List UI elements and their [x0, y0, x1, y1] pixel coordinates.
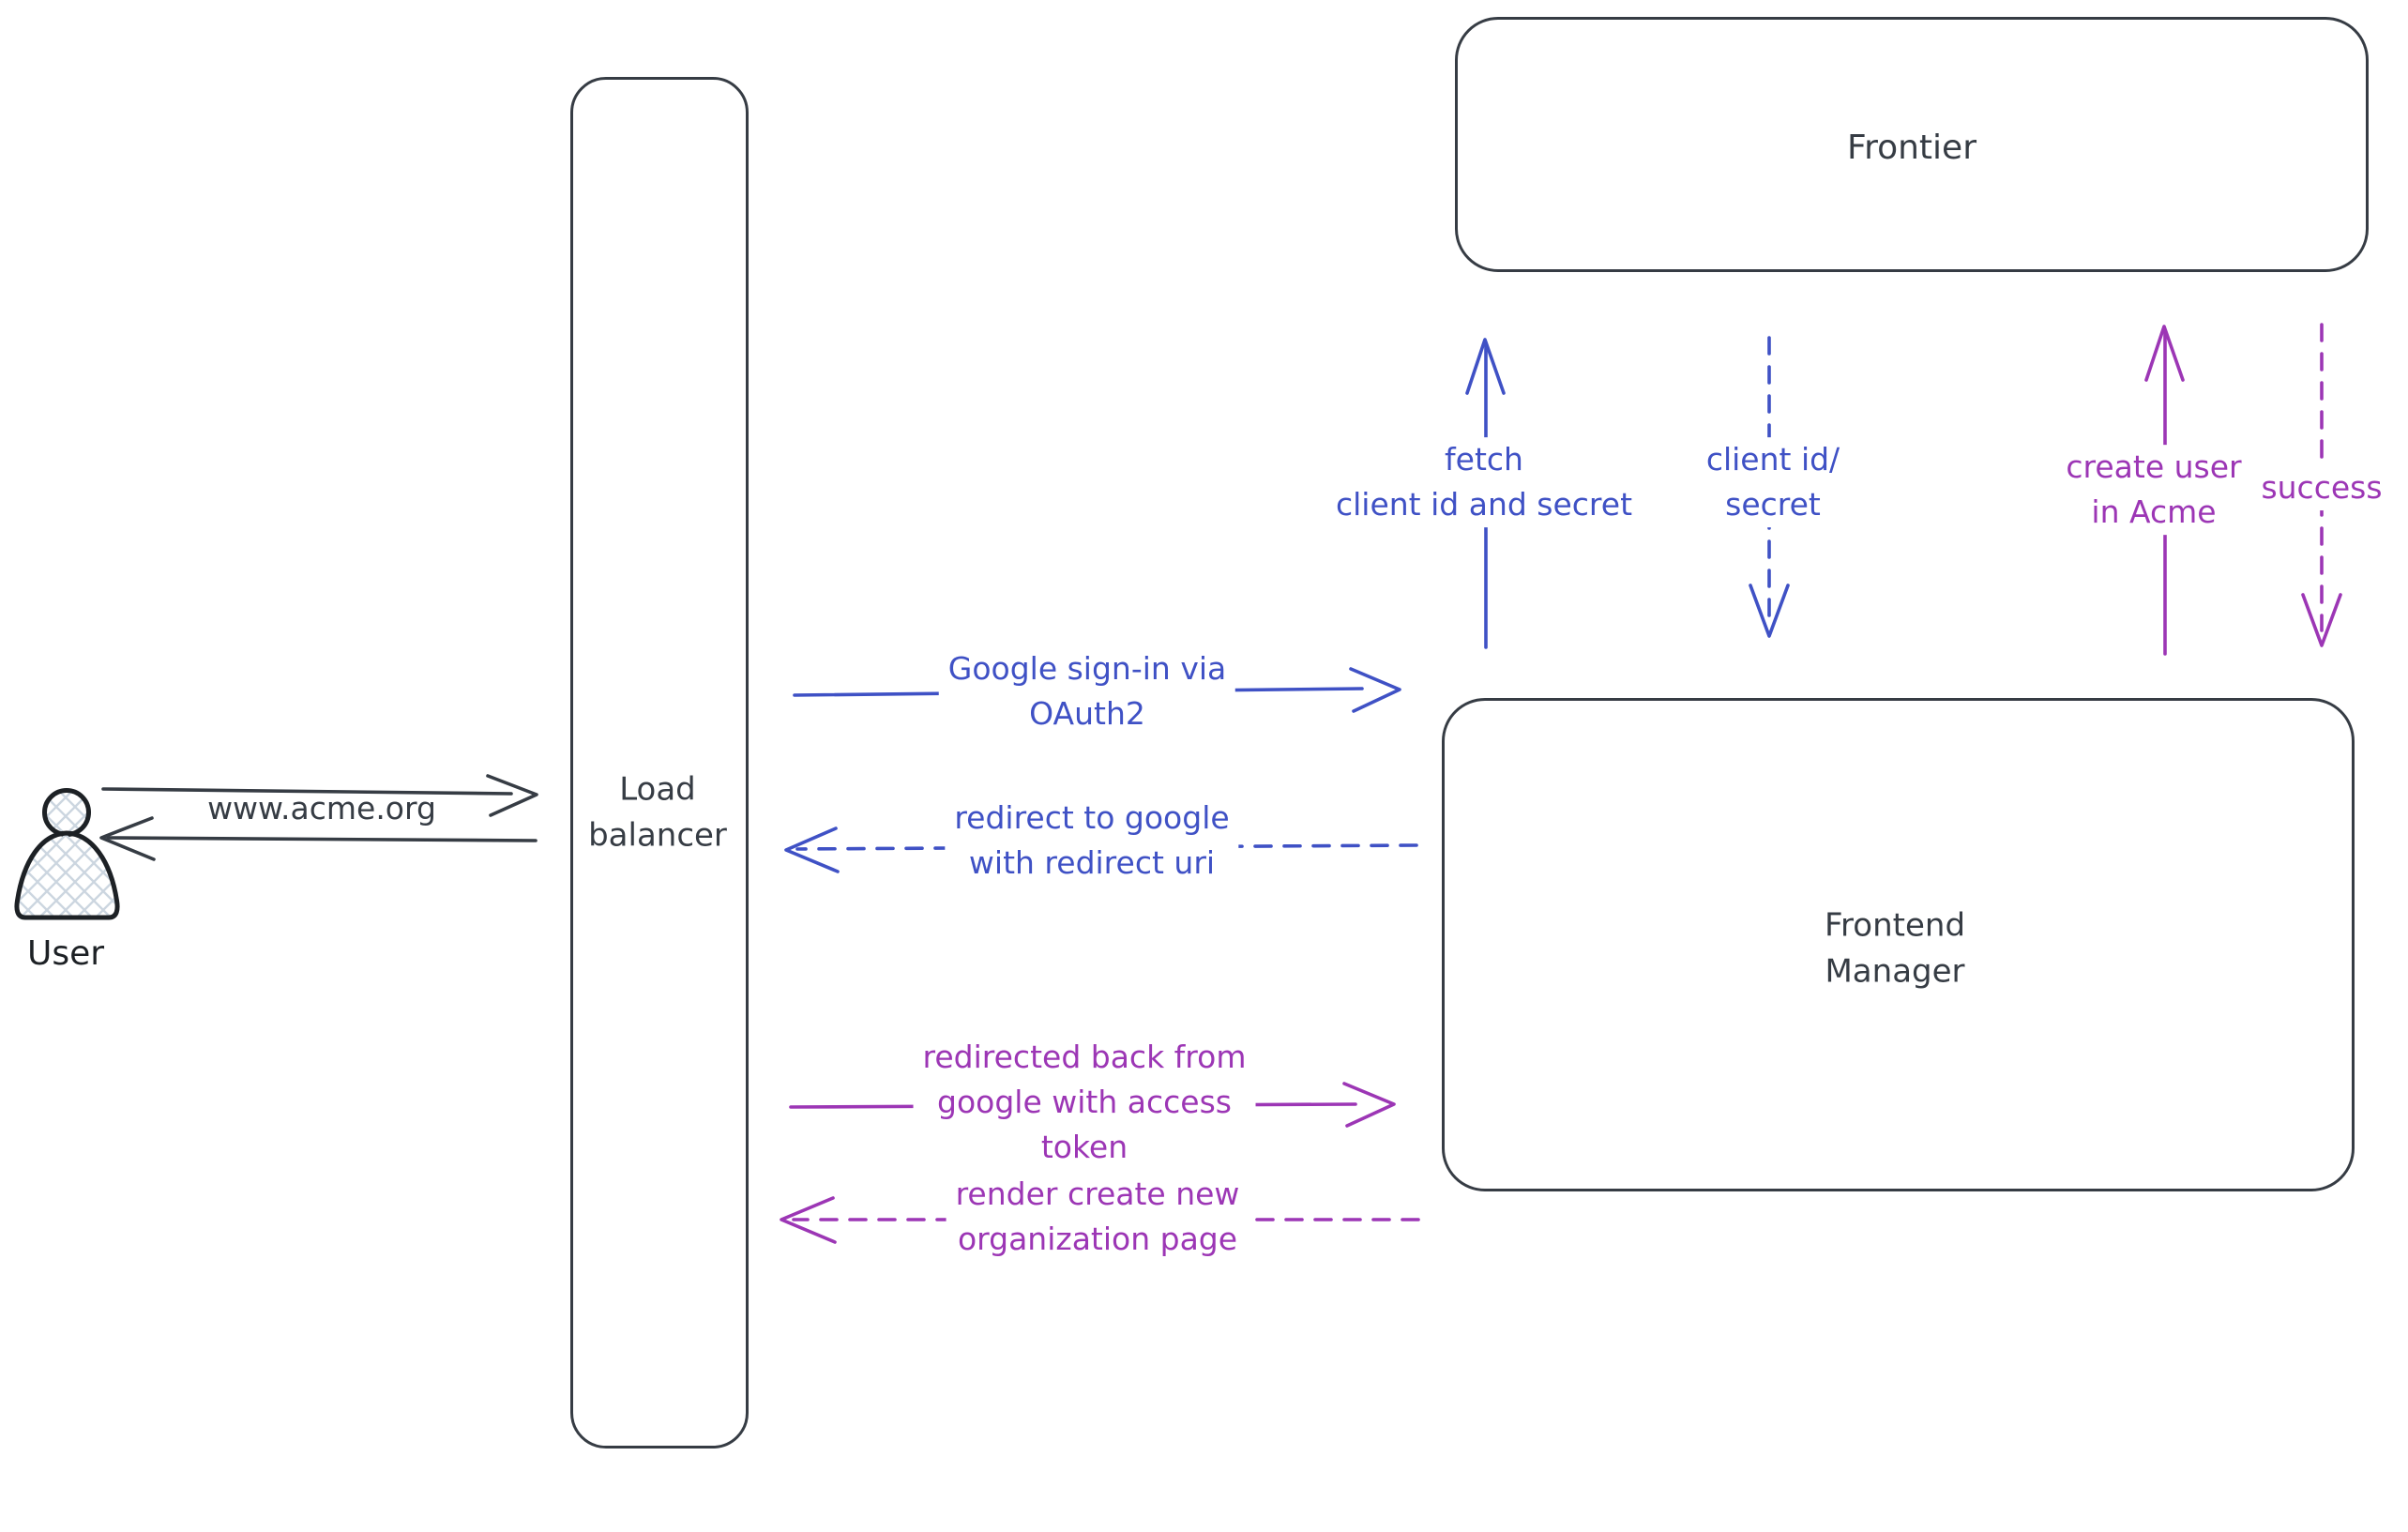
- node-load-balancer: [570, 77, 749, 1449]
- frontier-label: Frontier: [1846, 128, 1977, 167]
- edge-label-www-acme: www.acme.org: [207, 790, 436, 827]
- frontend-manager-label: Frontend Manager: [1824, 906, 1966, 991]
- user-icon: [14, 788, 120, 920]
- arrow-client-id-secret: [1749, 336, 1790, 638]
- edge-label-client-id-secret: client id/ secret: [1696, 437, 1850, 527]
- edge-label-create-user: create user in Acme: [2056, 445, 2251, 535]
- arrow-lb-response: [99, 816, 538, 861]
- user-label: User: [26, 933, 105, 973]
- node-frontend-manager: [1442, 698, 2355, 1191]
- arrow-redirect-google: [784, 827, 1418, 873]
- edge-label-fetch-client: fetch client id and secret: [1325, 437, 1643, 527]
- edge-label-redirect-google: redirect to google with redirect uri: [945, 796, 1239, 886]
- edge-label-success: success: [2251, 465, 2392, 510]
- edge-label-redirected-back: redirected back from google with access …: [913, 1035, 1256, 1170]
- edge-label-render-org-page: render create new organization page: [946, 1172, 1249, 1262]
- arrow-render-org-page: [780, 1196, 1420, 1244]
- load-balancer-label: Load balancer: [588, 770, 727, 855]
- edge-label-google-signin: Google sign-in via OAuth2: [938, 646, 1236, 736]
- node-frontier: [1455, 17, 2369, 272]
- arrow-www-acme: [101, 774, 538, 817]
